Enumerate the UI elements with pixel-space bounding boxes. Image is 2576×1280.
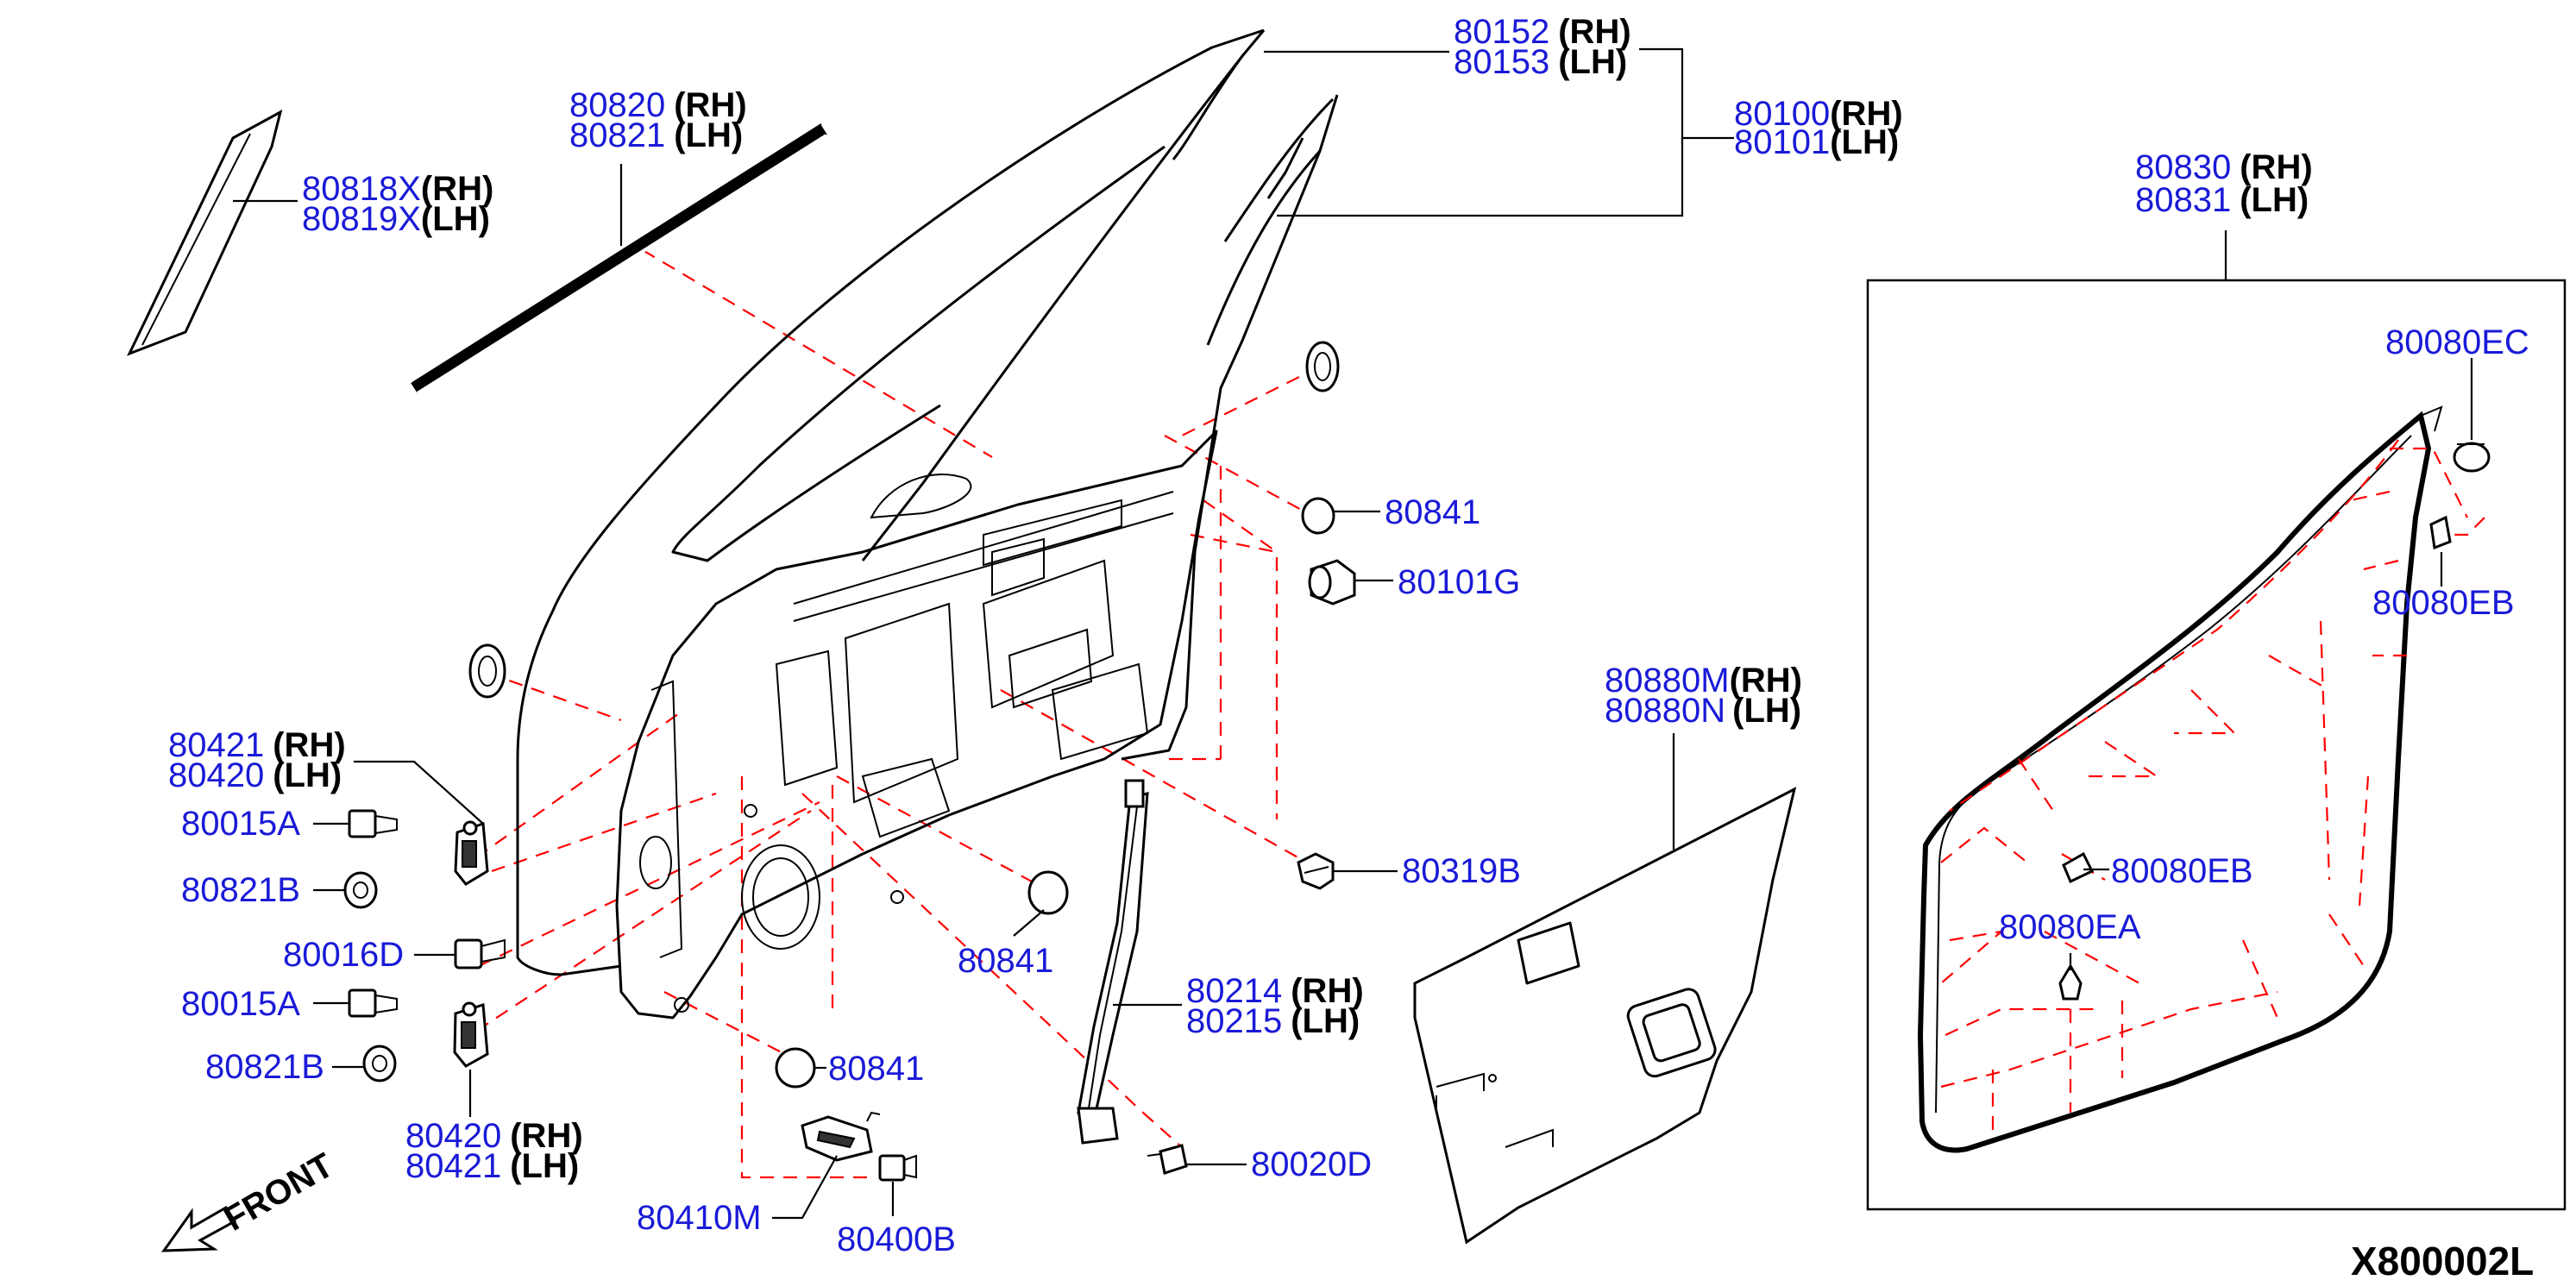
label-80101: 80101(LH): [1734, 123, 1899, 161]
label-80080EB-top: 80080EB: [2372, 584, 2515, 622]
label-80880M: 80880M(RH): [1605, 662, 1802, 700]
plug-80841-c: [775, 1047, 816, 1089]
label-80819X: 80819X(LH): [302, 200, 490, 238]
label-80820: 80820(RH): [569, 86, 747, 124]
bolt-80400B: [878, 1154, 917, 1182]
plug-left: [468, 643, 506, 699]
label-80215: 80215(LH): [1186, 1002, 1360, 1040]
bolt-80020D: [1147, 1144, 1188, 1175]
sash-tape-80818X: [127, 110, 283, 356]
plug-80841-a: [1301, 497, 1335, 535]
part-labels: 80152(RH) 80153(LH) 80100(RH) 80101(LH) …: [168, 13, 2534, 1280]
label-80015A-b: 80015A: [181, 985, 300, 1023]
bolt-80015A-b: [348, 988, 398, 1018]
hinge-upper-80421: [454, 820, 489, 886]
nut-80821B-b: [362, 1045, 397, 1082]
label-80101G: 80101G: [1398, 563, 1520, 601]
label-80830: 80830(RH): [2135, 148, 2313, 186]
label-80319B: 80319B: [1402, 852, 1521, 890]
label-80841-c: 80841: [828, 1050, 924, 1088]
label-80421-bot: 80421(LH): [405, 1147, 579, 1185]
plug-upper: [1305, 341, 1340, 392]
label-80821B-b: 80821B: [205, 1048, 324, 1086]
diagram-code: X800002L: [2351, 1239, 2534, 1280]
hinge-lower-80420: [453, 1001, 489, 1068]
door-shell-80100: [516, 28, 1339, 1020]
label-80841-b: 80841: [958, 942, 1053, 980]
label-80821: 80821(LH): [569, 116, 743, 154]
assembly-dash-lines: [456, 249, 1321, 1179]
clip-80319B: [1297, 852, 1335, 890]
belt-molding-80820: [411, 123, 828, 395]
label-80152: 80152(RH): [1454, 13, 1631, 51]
weatherstrip-box: [1866, 279, 2567, 1211]
label-80821B-a: 80821B: [181, 871, 300, 909]
label-80016D: 80016D: [283, 936, 404, 974]
label-80080EC: 80080EC: [2385, 323, 2529, 361]
plug-80841-b: [1027, 870, 1069, 915]
label-80421-top: 80421(RH): [168, 726, 346, 764]
label-80015A-a: 80015A: [181, 805, 300, 843]
bumper-80101G: [1308, 559, 1356, 605]
check-link-80410M: [801, 1111, 881, 1162]
label-80420-top: 80420(LH): [168, 756, 342, 794]
sealing-screen-80880M: [1413, 787, 1797, 1245]
front-arrow: FRONT: [161, 1146, 340, 1252]
label-80153: 80153(LH): [1454, 43, 1627, 81]
leader-lines: [233, 47, 2473, 1220]
nut-80821B-a: [343, 871, 378, 909]
label-80841-a: 80841: [1385, 493, 1480, 531]
label-80880N: 80880N(LH): [1605, 692, 1801, 730]
sash-80214: [1077, 779, 1149, 1145]
front-label: FRONT: [218, 1146, 340, 1239]
label-80420-bot: 80420(RH): [405, 1117, 583, 1155]
label-80214: 80214(RH): [1186, 972, 1364, 1010]
label-80410M: 80410M: [637, 1199, 762, 1237]
label-80020D: 80020D: [1251, 1145, 1372, 1183]
bolt-80016D: [454, 938, 506, 969]
label-80080EA: 80080EA: [1999, 908, 2141, 946]
label-80400B: 80400B: [837, 1220, 956, 1258]
label-80100: 80100(RH): [1734, 95, 1903, 133]
label-80080EB-mid: 80080EB: [2111, 852, 2253, 890]
label-80831: 80831(LH): [2135, 181, 2309, 219]
bolt-80015A-a: [348, 809, 398, 838]
label-80818X: 80818X(RH): [302, 170, 493, 208]
